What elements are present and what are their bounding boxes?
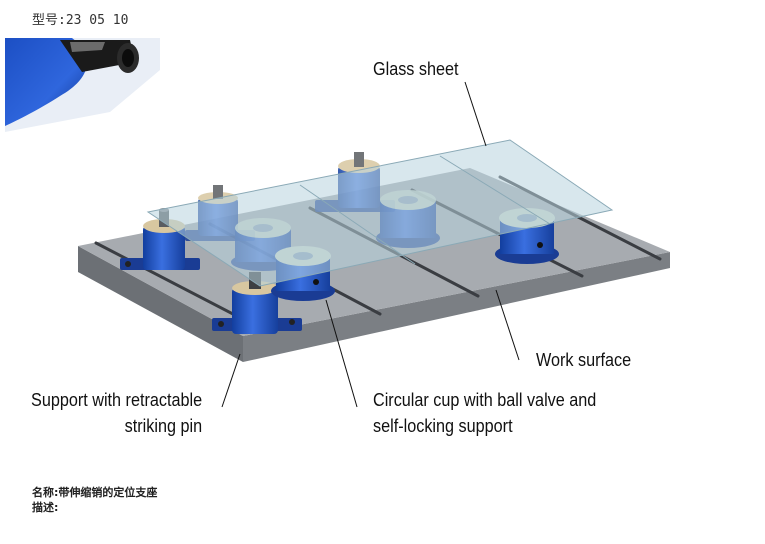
cup-label: Circular cup with ball valve and self-lo… [373, 387, 596, 439]
cup-label-line1: Circular cup with ball valve and [373, 390, 597, 410]
support-label: Support with retractable striking pin [31, 387, 202, 439]
glass-sheet-label: Glass sheet [373, 59, 459, 79]
model-prefix: 型号: [32, 13, 66, 28]
glass-sheet-leader [464, 81, 487, 147]
name-row: 名称:带伸缩销的定位支座 [32, 484, 157, 500]
model-value: 23 05 10 [65, 13, 129, 28]
support-label-line2: striking pin [124, 416, 202, 436]
work-surface-leader [495, 289, 520, 361]
support-label-line1: Support with retractable [30, 390, 202, 410]
product-photo [5, 38, 160, 132]
cup-label-line2: self-locking support [373, 416, 513, 436]
name-label: 名称: [32, 486, 59, 499]
support-pin-4 [212, 272, 302, 334]
description-label: 描述: [32, 501, 59, 514]
support-leader [221, 353, 241, 408]
model-number: 型号:23 05 10 [32, 9, 128, 28]
work-surface-label: Work surface [536, 350, 632, 370]
glass-sheet [146, 139, 614, 287]
description-row: 描述: [32, 499, 58, 515]
cup-leader [325, 299, 358, 408]
name-value: 带伸缩销的定位支座 [58, 486, 158, 499]
